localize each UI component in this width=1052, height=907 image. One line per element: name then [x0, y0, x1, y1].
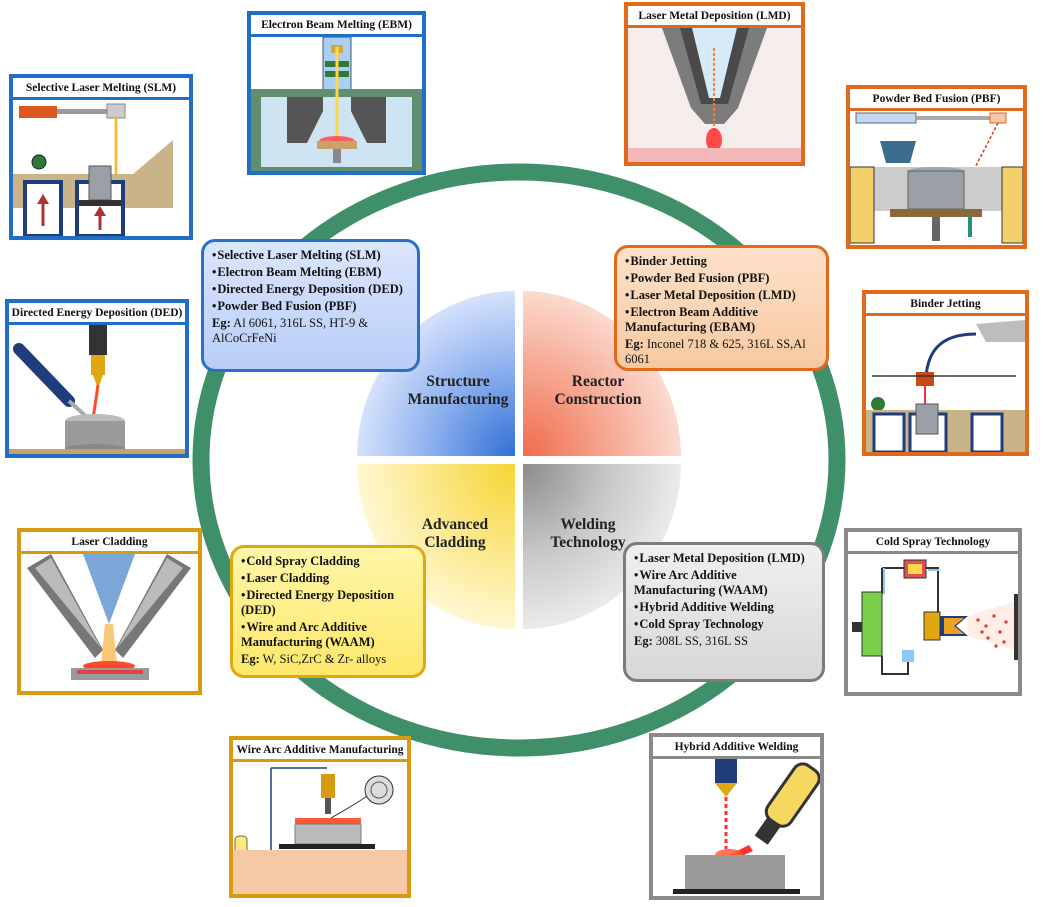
haw-illustration: [673, 759, 820, 894]
callout-item: Selective Laser Melting (SLM): [212, 248, 409, 263]
panel-title: Directed Energy Deposition (DED): [9, 303, 185, 325]
callout-structure: Selective Laser Melting (SLM) Electron B…: [201, 239, 420, 372]
callout-item: Binder Jetting: [625, 254, 818, 269]
quadrant-label-line: Welding: [560, 516, 616, 533]
callout-example: Eg: Al 6061, 316L SS, HT-9 & AlCoCrFeNi: [212, 316, 409, 346]
callout-item: Laser Metal Deposition (LMD): [634, 551, 814, 566]
callout-item: Wire Arc Additive Manufacturing (WAAM): [634, 568, 814, 598]
cladding-illustration: [27, 554, 191, 680]
quadrant-label-line: Structure: [426, 373, 490, 390]
eg-label: Eg:: [625, 337, 644, 351]
panel-binder: Binder Jetting: [862, 290, 1029, 456]
panel-slm: Selective Laser Melting (SLM): [9, 74, 193, 240]
panel-pbf: Powder Bed Fusion (PBF): [846, 85, 1027, 249]
lmd-illustration: [628, 28, 801, 162]
pbf-illustration: [850, 112, 1023, 244]
quadrant-label-line: Cladding: [424, 534, 486, 551]
panel-waam: Wire Arc Additive Manufacturing: [229, 736, 411, 898]
panel-haw: Hybrid Additive Welding: [649, 733, 824, 900]
outer-ring: [192, 163, 846, 757]
eg-label: Eg:: [212, 316, 231, 330]
panel-cladding: Laser Cladding: [17, 528, 202, 695]
callout-item: Electron Beam Additive Manufacturing (EB…: [625, 305, 818, 335]
eg-label: Eg:: [241, 652, 260, 666]
callout-example: Eg: Inconel 718 & 625, 316L SS,Al 6061: [625, 337, 818, 367]
panel-ded: Directed Energy Deposition (DED): [5, 299, 189, 458]
callout-example: Eg: W, SiC,ZrC & Zr- alloys: [241, 652, 415, 667]
quadrant-label-line: Reactor: [571, 373, 625, 390]
quadrant-label-cladding: Advanced Cladding: [395, 516, 515, 552]
panel-ebm: Electron Beam Melting (EBM): [247, 11, 426, 175]
callout-item: Powder Bed Fusion (PBF): [212, 299, 409, 314]
quadrant-label-welding: Welding Technology: [528, 516, 648, 552]
binder-illustration: [866, 320, 1025, 452]
callout-item: Laser Cladding: [241, 571, 415, 586]
callout-welding: Laser Metal Deposition (LMD) Wire Arc Ad…: [623, 542, 825, 682]
panel-title: Hybrid Additive Welding: [653, 737, 820, 759]
panel-title: Laser Cladding: [21, 532, 198, 554]
quadrant-label-line: Advanced: [421, 516, 489, 533]
quadrant-label-line: Construction: [554, 391, 642, 408]
eg-text: 308L SS, 316L SS: [652, 634, 749, 648]
panel-title: Laser Metal Deposition (LMD): [628, 6, 801, 28]
callout-item: Hybrid Additive Welding: [634, 600, 814, 615]
callout-item: Laser Metal Deposition (LMD): [625, 288, 818, 303]
callout-item: Directed Energy Deposition (DED): [212, 282, 409, 297]
panel-title: Binder Jetting: [866, 294, 1025, 316]
callout-item: Wire and Arc Additive Manufacturing (WAA…: [241, 620, 415, 650]
panel-title: Cold Spray Technology: [848, 532, 1018, 554]
ded-illustration: [9, 325, 185, 454]
panel-lmd: Laser Metal Deposition (LMD): [624, 2, 805, 166]
panel-title: Selective Laser Melting (SLM): [13, 78, 189, 100]
callout-item: Cold Spray Cladding: [241, 554, 415, 569]
panel-title: Electron Beam Melting (EBM): [251, 15, 422, 37]
eg-text: Al 6061, 316L SS, HT-9 & AlCoCrFeNi: [212, 316, 369, 345]
callout-item: Directed Energy Deposition (DED): [241, 588, 415, 618]
callout-cladding: Cold Spray Cladding Laser Cladding Direc…: [230, 545, 426, 678]
quadrant-label-line: Technology: [550, 534, 626, 551]
callout-example: Eg: 308L SS, 316L SS: [634, 634, 814, 649]
callout-item: Electron Beam Melting (EBM): [212, 265, 409, 280]
callout-reactor: Binder Jetting Powder Bed Fusion (PBF) L…: [614, 245, 829, 371]
callout-item: Powder Bed Fusion (PBF): [625, 271, 818, 286]
ebm-illustration: [251, 37, 422, 171]
panel-coldspray: Cold Spray Technology: [844, 528, 1022, 696]
callout-item: Cold Spray Technology: [634, 617, 814, 632]
eg-text: W, SiC,ZrC & Zr- alloys: [259, 652, 387, 666]
eg-text: Inconel 718 & 625, 316L SS,Al 6061: [625, 337, 806, 366]
quadrant-label-line: Manufacturing: [407, 391, 509, 408]
eg-label: Eg:: [634, 634, 653, 648]
quadrant-label-structure: Structure Manufacturing: [398, 373, 518, 409]
waam-illustration: [233, 767, 407, 894]
panel-title: Powder Bed Fusion (PBF): [850, 89, 1023, 111]
coldspray-illustration: [852, 559, 1018, 675]
panel-title: Wire Arc Additive Manufacturing: [233, 740, 407, 762]
quadrant-label-reactor: Reactor Construction: [538, 373, 658, 409]
slm-illustration: [13, 103, 173, 236]
